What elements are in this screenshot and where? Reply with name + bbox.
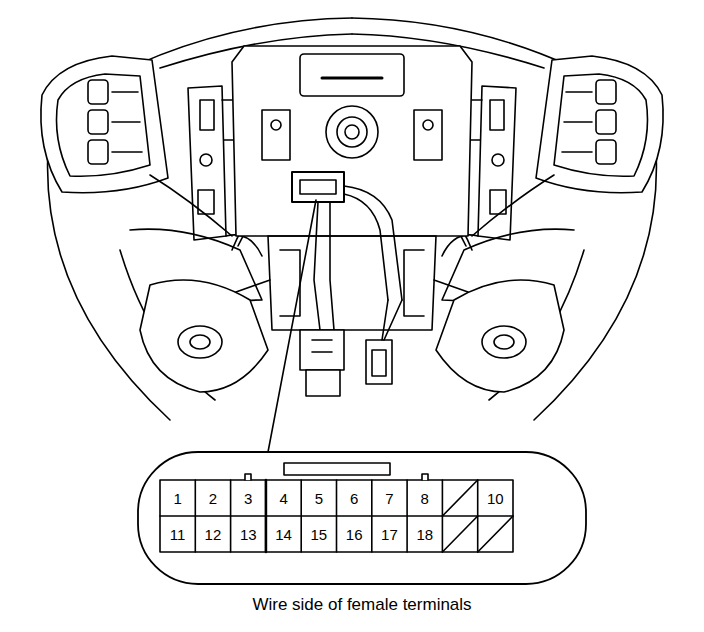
pin-number: 3: [244, 491, 252, 506]
pin-number: 14: [275, 527, 292, 542]
pin-number: 4: [279, 491, 287, 506]
pin-number: 10: [487, 491, 504, 506]
connector-face: [138, 452, 586, 584]
pin-number: 5: [315, 491, 323, 506]
pin-number: 2: [209, 491, 217, 506]
pin-number: 17: [381, 527, 398, 542]
pin-number: 13: [240, 527, 257, 542]
pin-number: 11: [170, 527, 186, 542]
pin-number: 1: [173, 491, 181, 506]
pin-number: 6: [350, 491, 358, 506]
pin-number: 12: [205, 527, 222, 542]
pin-number: 8: [421, 491, 429, 506]
pin-number: 7: [385, 491, 393, 506]
caption: Wire side of female terminals: [252, 596, 471, 613]
pin-number: 15: [311, 527, 328, 542]
hub-center: [232, 46, 472, 396]
pin-number: 16: [346, 527, 363, 542]
pin-number: 18: [416, 527, 433, 542]
leader-line: [268, 200, 316, 452]
